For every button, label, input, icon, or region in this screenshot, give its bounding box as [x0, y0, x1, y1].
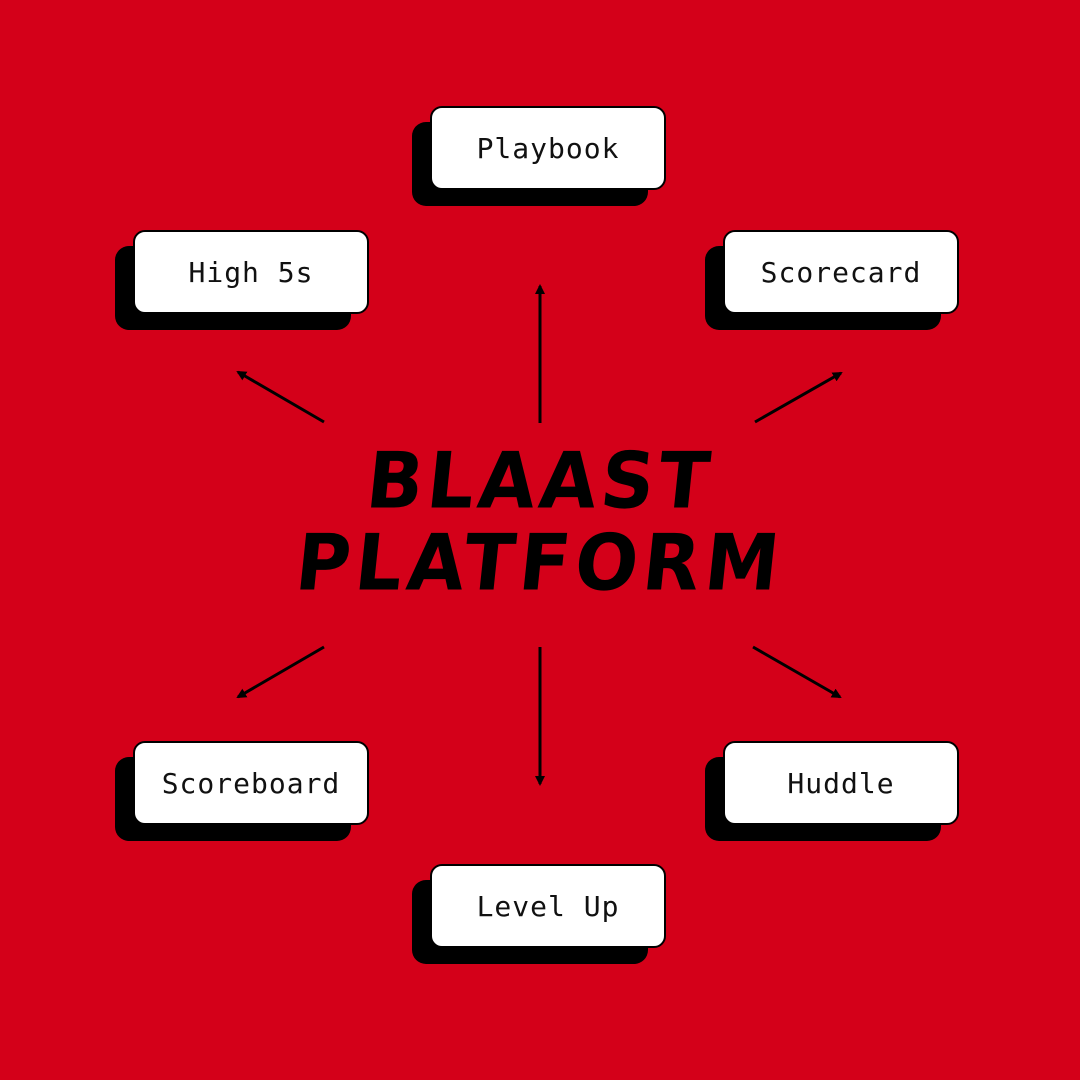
- title-line-2: PLATFORM: [291, 517, 789, 609]
- node-label-playbook: Playbook: [476, 131, 620, 165]
- node-levelup: Level Up: [412, 864, 666, 964]
- title-line-1: BLAAST: [362, 435, 718, 527]
- node-card: Level Up: [430, 864, 666, 948]
- node-card: Playbook: [430, 106, 666, 190]
- node-card: High 5s: [133, 230, 369, 314]
- arrow-to-scorecard: [754, 371, 843, 424]
- node-label-levelup: Level Up: [476, 889, 620, 923]
- arrow-to-high5s: [236, 370, 325, 424]
- node-label-scoreboard: Scoreboard: [161, 766, 341, 800]
- node-card: Scorecard: [723, 230, 959, 314]
- arrow-to-scoreboard: [236, 645, 325, 699]
- node-high5s: High 5s: [115, 230, 369, 330]
- node-scoreboard: Scoreboard: [115, 741, 369, 841]
- node-label-scorecard: Scorecard: [760, 255, 922, 289]
- diagram-title: BLAAST PLATFORM: [290, 436, 790, 608]
- node-scorecard: Scorecard: [705, 230, 959, 330]
- node-huddle: Huddle: [705, 741, 959, 841]
- node-playbook: Playbook: [412, 106, 666, 206]
- node-card: Scoreboard: [133, 741, 369, 825]
- node-label-huddle: Huddle: [787, 766, 895, 800]
- node-card: Huddle: [723, 741, 959, 825]
- node-label-high5s: High 5s: [188, 255, 314, 289]
- arrow-to-huddle: [752, 645, 842, 699]
